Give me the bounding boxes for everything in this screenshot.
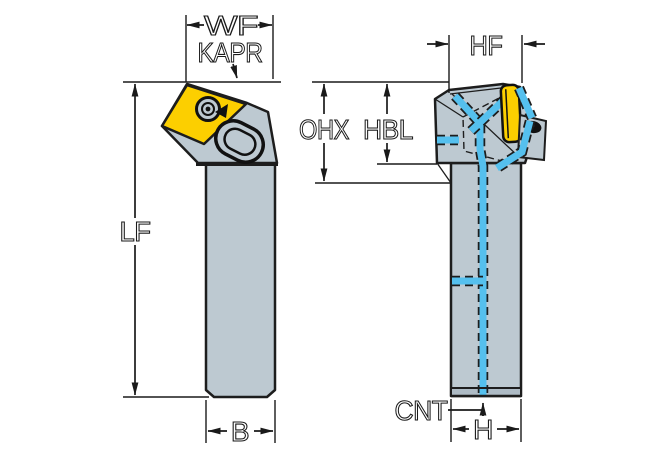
dim-kapr: KAPR <box>123 36 281 83</box>
label-hf: HF <box>470 30 503 61</box>
side-view: HF OHX HBL CNT H <box>298 29 548 446</box>
dim-lf: LF <box>119 83 209 398</box>
label-ohx: OHX <box>299 114 350 145</box>
label-hbl: HBL <box>363 114 413 145</box>
label-h: H <box>473 414 493 445</box>
dim-wf: WF <box>185 9 274 82</box>
dim-hf: HF <box>427 29 545 93</box>
label-lf: LF <box>120 216 151 247</box>
dim-ohx: OHX <box>298 83 450 184</box>
label-b: B <box>231 416 249 447</box>
dim-b: B <box>205 400 276 448</box>
label-kapr: KAPR <box>198 37 263 68</box>
dim-cnt: CNT <box>394 394 487 427</box>
side-insert <box>499 83 523 144</box>
label-wf: WF <box>204 10 258 41</box>
head-shank-chamfer <box>436 162 452 184</box>
coolant-nozzle-channels <box>494 85 537 173</box>
insert-screw-icon <box>195 96 228 122</box>
front-shank <box>204 162 277 399</box>
front-view: WF KAPR LF B <box>119 9 281 448</box>
lever-clamp-hole <box>214 119 265 164</box>
dim-h: H <box>450 399 522 446</box>
screw-pointer-icon <box>215 104 228 118</box>
label-cnt: CNT <box>395 395 448 426</box>
dim-hbl: HBL <box>362 83 437 165</box>
